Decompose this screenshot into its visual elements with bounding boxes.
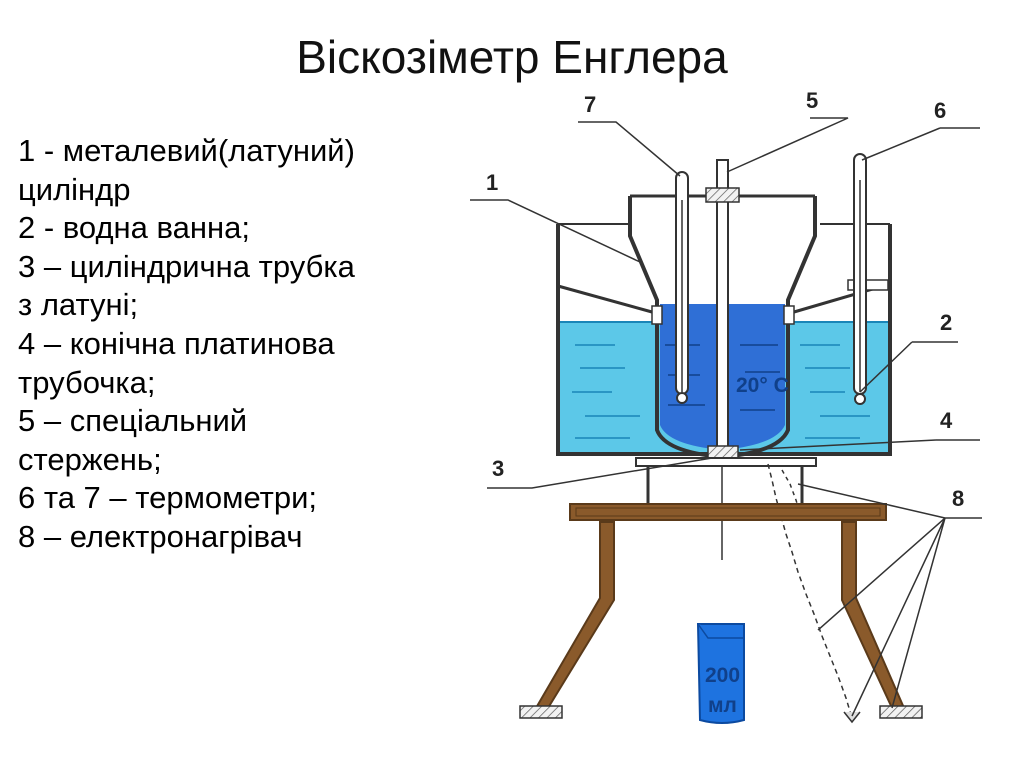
thermometer-clamp [847, 279, 889, 291]
outlet-tube [635, 445, 817, 504]
rod-body [716, 159, 729, 451]
legend-item-2: 2 - водна ванна; [18, 210, 250, 246]
water-dashes [572, 344, 870, 439]
callout-7: 7 [584, 92, 596, 117]
stand-foot-right [879, 705, 923, 719]
callout-6: 6 [934, 98, 946, 123]
legend-item-1-line-1: 1 - металевий(латуний) [18, 133, 355, 168]
callout-5: 5 [806, 88, 818, 113]
stand-foot-left [519, 705, 563, 719]
stand [519, 503, 923, 719]
heater-plug [843, 711, 861, 724]
flask-body [696, 623, 745, 724]
legend-item-8: 8 – електронагрівач [18, 518, 303, 554]
callout-line-6 [861, 127, 980, 161]
callout-1: 1 [486, 170, 498, 195]
flask-unit-label: мл [708, 694, 737, 717]
callout-3: 3 [492, 456, 504, 481]
thermometer-7 [675, 171, 689, 404]
callout-line-7 [578, 121, 681, 177]
flask-neck [697, 623, 744, 639]
callout-line-4 [739, 439, 980, 451]
legend-item-5-line-1: 5 – спеціальний [18, 403, 248, 439]
bath-base-plate [635, 457, 817, 467]
legend-item-4-line-1: 4 – конічна платинова [18, 325, 335, 361]
callout-numbers: 1 2 3 4 5 6 7 8 [486, 88, 964, 511]
callout-4: 4 [940, 408, 953, 433]
callout-line-8 [797, 483, 982, 717]
stand-top [569, 503, 887, 521]
legend-item-3-line-1: 3 – циліндрична трубка [18, 248, 355, 284]
legend-item-1-line-2: циліндр [18, 171, 131, 207]
callout-2: 2 [940, 310, 952, 335]
heater-coil-path [767, 463, 853, 719]
legend-item-5-line-2: стержень; [18, 441, 162, 477]
legend-item-6-7: 6 та 7 – термометри; [18, 480, 318, 516]
stand-leg-right [841, 521, 906, 709]
flask-volume-label: 200 [705, 664, 740, 687]
cylinder-bracket-right [783, 305, 795, 325]
cylinder-bracket-left [651, 305, 663, 325]
stand-leg-left [534, 521, 615, 709]
legend-item-4-line-2: трубочка; [18, 364, 156, 400]
rod-collar [705, 187, 740, 203]
thermometer-6 [853, 153, 867, 405]
temperature-label: 20° C [736, 374, 789, 397]
callout-line-5 [726, 117, 849, 173]
callout-line-3 [487, 457, 713, 489]
callout-line-1 [470, 199, 641, 263]
legend-list: 1 - металевий(латуний) циліндр 2 - водна… [18, 132, 518, 557]
support-arm-left [557, 284, 653, 314]
stand-top-groove [575, 507, 881, 517]
slide-title: Віскозіметр Енглера [296, 31, 728, 83]
callout-line-2 [859, 341, 958, 393]
legend-item-3-line-2: з латуні; [18, 287, 139, 323]
thermometer-6-bulb [854, 393, 866, 405]
callout-lines [470, 117, 982, 717]
callout-8: 8 [952, 486, 964, 511]
cylinder-dashes [665, 344, 780, 411]
measuring-flask: 200 мл [696, 623, 745, 724]
thermometer-7-bulb [676, 392, 688, 404]
